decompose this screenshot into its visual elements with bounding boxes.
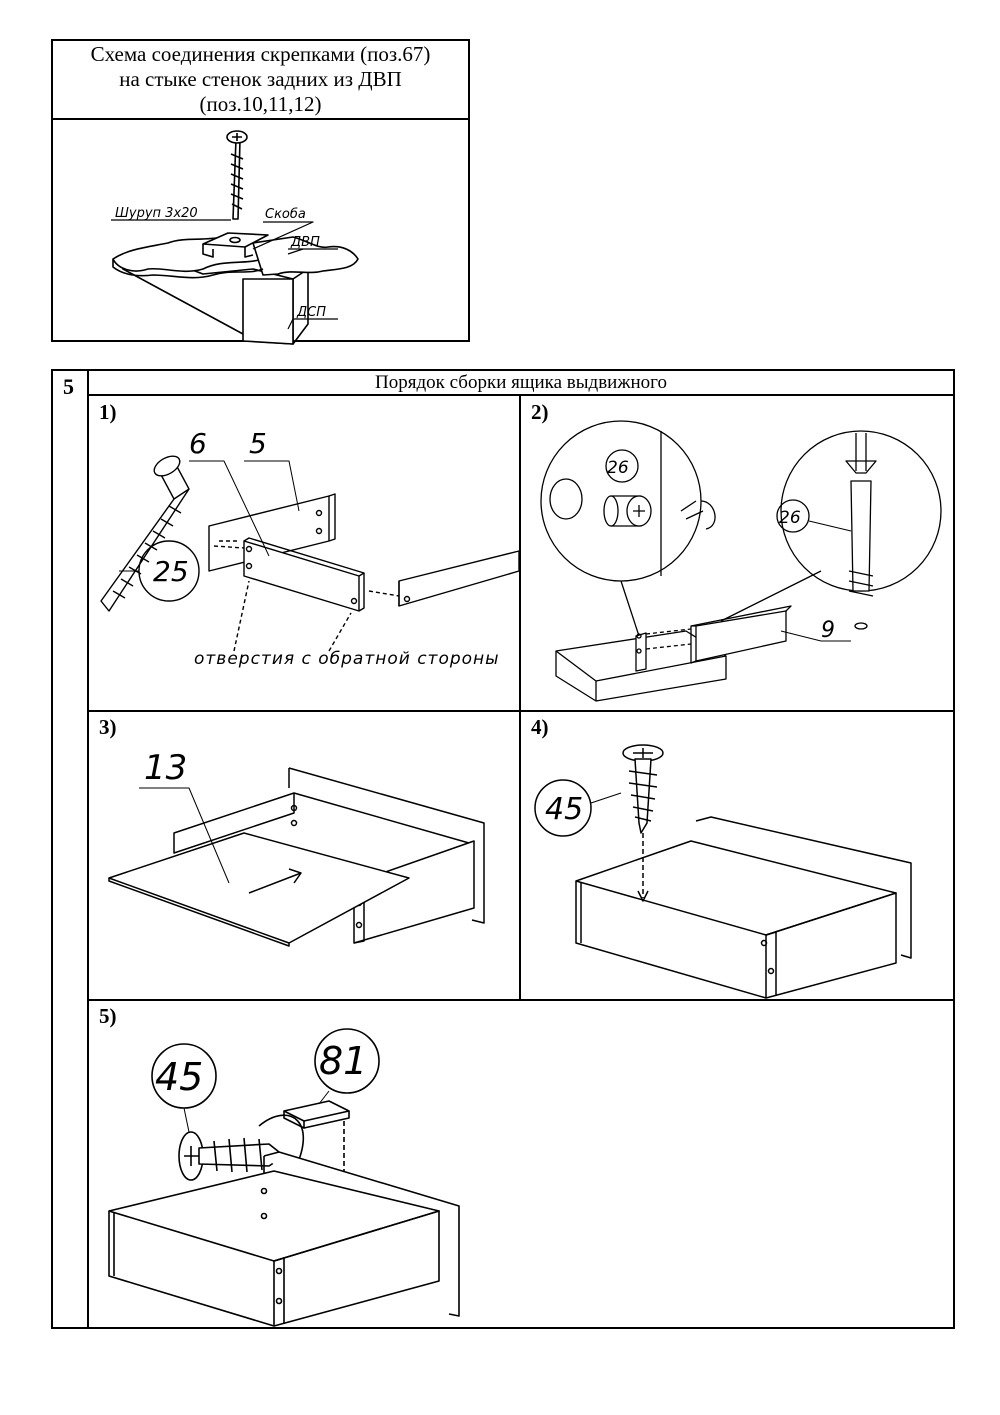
section-title: Порядок сборки ящика выдвижного <box>375 372 667 393</box>
section-title-row: Порядок сборки ящика выдвижного <box>89 371 953 396</box>
step-5-part-45: 45 <box>155 1055 203 1099</box>
grid-row-divider-1 <box>89 710 955 712</box>
step-5-drawing: 45 81 <box>108 1028 460 1327</box>
section-number: 5 <box>63 374 74 399</box>
step-2-part-26a: 26 <box>607 458 629 478</box>
assembly-section: 5 Порядок сборки ящика выдвижного 1) <box>51 369 955 1329</box>
step-3-part-13: 13 <box>144 748 187 788</box>
step-3-drawing: 13 <box>108 748 485 947</box>
step-1-note: отверстия с обратной стороны <box>194 649 500 669</box>
step-2-part-9: 9 <box>821 618 835 643</box>
step-1-part-25: 25 <box>153 555 189 588</box>
step-4-part-45: 45 <box>545 792 583 827</box>
step-4-label: 4) <box>531 715 549 739</box>
step-4-drawing: 45 <box>534 744 912 999</box>
bracket-label: Скоба <box>265 207 306 222</box>
step-1-label: 1) <box>99 400 117 424</box>
screw-label: Шуруп 3х20 <box>115 206 198 221</box>
staple-joint-drawing: Шуруп 3х20 Скоба ДВП ДСП <box>111 130 359 345</box>
step-2-part-26b: 26 <box>779 508 801 528</box>
step-1-drawing: 6 5 25 отверстия с обратной стороны <box>100 427 520 669</box>
connection-scheme-box: Схема соединения скрепками (поз.67) на с… <box>51 39 470 345</box>
title-line-2: на стыке стенок задних из ДВП <box>119 67 402 91</box>
grid-row-divider-2 <box>89 999 955 1001</box>
section-number-column: 5 <box>53 371 89 1327</box>
step-1-part-6: 6 <box>189 427 207 460</box>
step-5-label: 5) <box>99 1004 117 1028</box>
connection-scheme-title: Схема соединения скрепками (поз.67) на с… <box>53 41 468 120</box>
grid-vertical-divider <box>519 396 521 1001</box>
step-2-label: 2) <box>531 400 549 424</box>
step-2-drawing: 26 26 9 <box>540 420 942 702</box>
dvp-label: ДВП <box>290 235 320 250</box>
title-line-3: (поз.10,11,12) <box>199 92 322 116</box>
title-line-1: Схема соединения скрепками (поз.67) <box>90 42 431 66</box>
step-1-part-5: 5 <box>249 427 267 460</box>
step-3-label: 3) <box>99 715 117 739</box>
step-5-part-81: 81 <box>319 1039 367 1083</box>
dsp-label: ДСП <box>296 305 326 320</box>
